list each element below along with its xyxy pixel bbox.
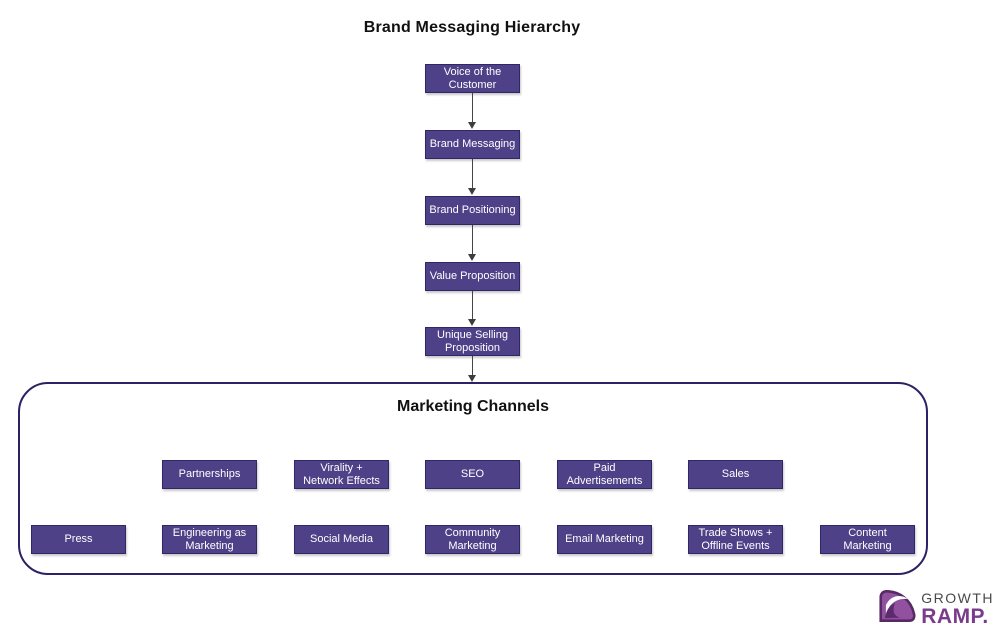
channel-node-content-marketing: Content Marketing	[820, 525, 915, 554]
growth-ramp-logo-icon	[879, 588, 917, 629]
channel-node-paid-advertisements: Paid Advertisements	[557, 460, 652, 489]
page-title: Brand Messaging Hierarchy	[363, 19, 581, 36]
hierarchy-node-voice-of-customer: Voice of the Customer	[425, 64, 520, 93]
hierarchy-node-brand-messaging: Brand Messaging	[425, 130, 520, 159]
channel-node-engineering-as-marketing: Engineering as Marketing	[162, 525, 257, 554]
channel-node-press: Press	[31, 525, 126, 554]
channel-node-community-marketing: Community Marketing	[425, 525, 520, 554]
channel-node-social-media: Social Media	[294, 525, 389, 554]
channel-node-seo: SEO	[425, 460, 520, 489]
hierarchy-node-unique-selling-proposition: Unique Selling Proposition	[425, 327, 520, 356]
logo-word-ramp: RAMP.	[921, 604, 989, 628]
arrow-down-icon	[467, 159, 478, 195]
channel-node-trade-shows-offline-events: Trade Shows + Offline Events	[688, 525, 783, 554]
growth-ramp-logo-text: GROWTH RAMP.	[921, 591, 994, 627]
logo-word-growth: GROWTH	[921, 589, 994, 606]
marketing-channels-title: Marketing Channels	[396, 398, 550, 415]
growth-ramp-logo: GROWTH RAMP.	[879, 588, 994, 629]
channel-node-virality-network-effects: Virality + Network Effects	[294, 460, 389, 489]
channel-node-sales: Sales	[688, 460, 783, 489]
arrow-down-icon	[467, 356, 478, 382]
channel-node-email-marketing: Email Marketing	[557, 525, 652, 554]
arrow-down-icon	[467, 93, 478, 129]
arrow-down-icon	[467, 291, 478, 326]
hierarchy-node-value-proposition: Value Proposition	[425, 262, 520, 291]
arrow-down-icon	[467, 225, 478, 261]
channel-node-partnerships: Partnerships	[162, 460, 257, 489]
hierarchy-node-brand-positioning: Brand Positioning	[425, 196, 520, 225]
